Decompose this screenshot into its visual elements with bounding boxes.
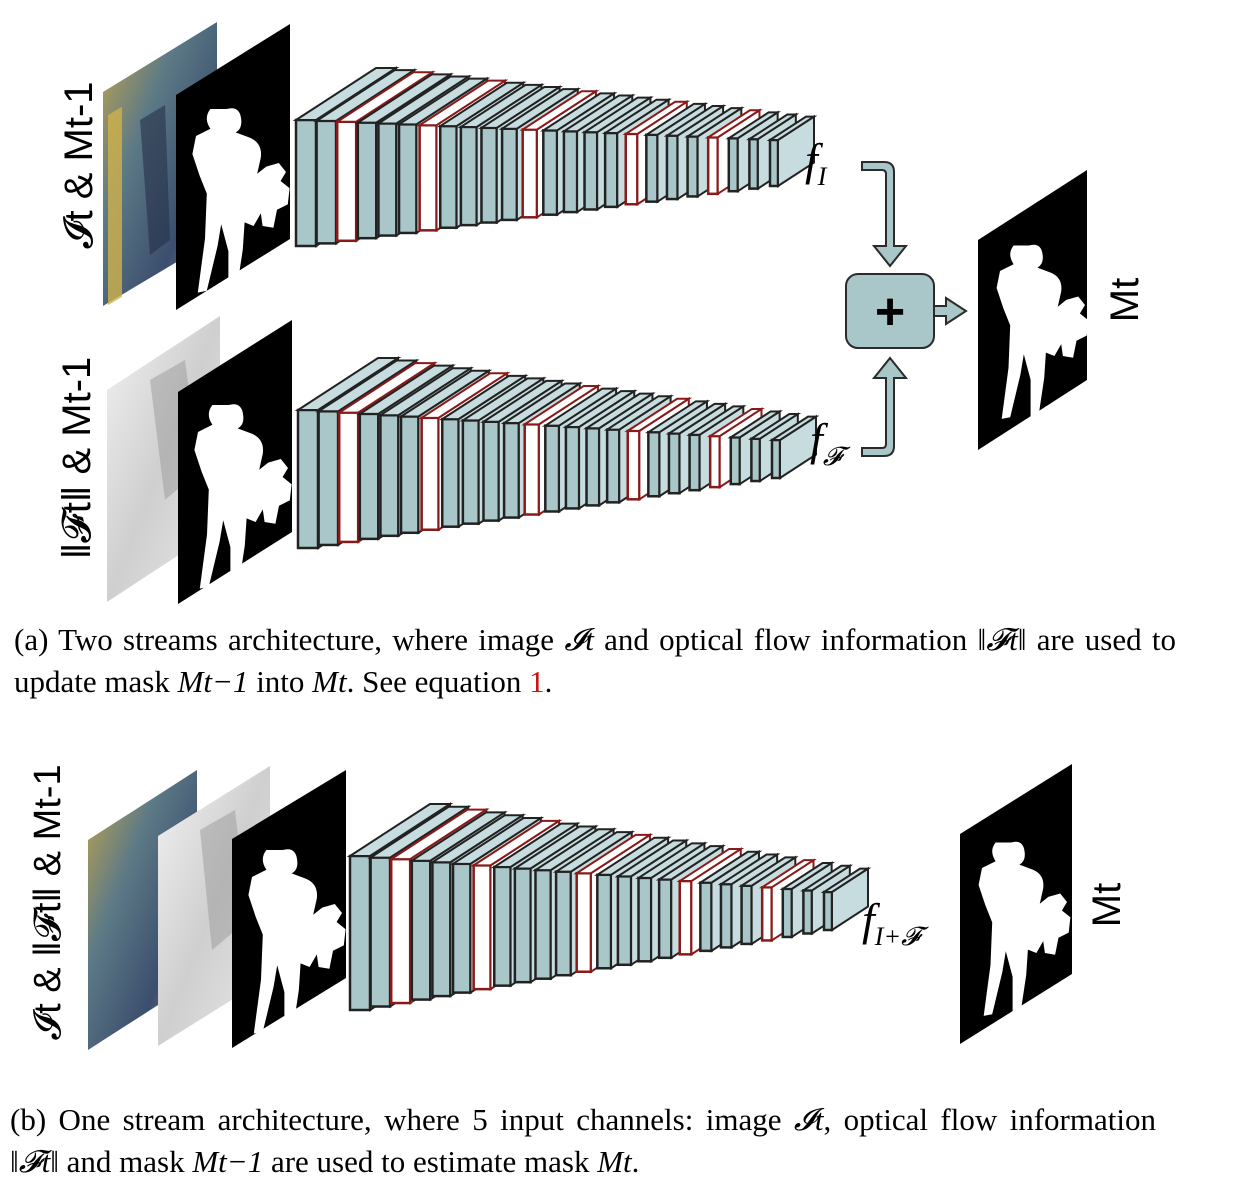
diagram-one-stream: 𝓘t & ‖𝓕t‖ & Mt-1 fI+𝓕 Mt (27, 764, 1129, 1050)
caption-b: (b) One stream architecture, where 5 inp… (10, 1102, 1156, 1179)
conv-layer (766, 114, 818, 188)
caption-a: (a) Two streams architecture, where imag… (14, 622, 1176, 699)
stream-flow: ‖𝓕t‖ & Mt-1 f𝓕 (55, 316, 909, 604)
stream-flow-input-label: ‖𝓕t‖ & Mt-1 (55, 357, 99, 560)
stream-image: 𝓘t & Mt-1 fI (57, 22, 909, 310)
arrow-down-icon (861, 161, 909, 268)
conv-layer (820, 866, 872, 932)
conv-layer (768, 414, 820, 480)
mask-frame-icon (176, 24, 290, 310)
one-stream-output-label: Mt (1085, 883, 1129, 927)
equation-reference-link[interactable]: 1 (529, 664, 545, 699)
mask-frame-icon (232, 770, 346, 1048)
diagram-two-stream: 𝓘t & Mt-1 fI ‖𝓕t‖ & Mt-1 f𝓕 (55, 22, 1147, 604)
output-mask: Mt (978, 170, 1147, 450)
stream-image-input-label: 𝓘t & Mt-1 (57, 81, 101, 248)
output-mask: Mt (960, 764, 1129, 1044)
arrow-up-icon (861, 356, 909, 457)
one-stream-input-label: 𝓘t & ‖𝓕t‖ & Mt-1 (27, 764, 69, 1039)
arrow-right-icon (933, 296, 968, 326)
fusion-block: + (845, 273, 968, 349)
layer-stack-combined (346, 802, 872, 1012)
output-label: Mt (1103, 278, 1147, 322)
layer-stack-image (292, 66, 818, 248)
layer-stack-flow (294, 356, 820, 550)
feature-label-combined: fI+𝓕 (862, 894, 929, 951)
mask-frame-icon (178, 320, 292, 604)
plus-icon: + (875, 283, 905, 341)
